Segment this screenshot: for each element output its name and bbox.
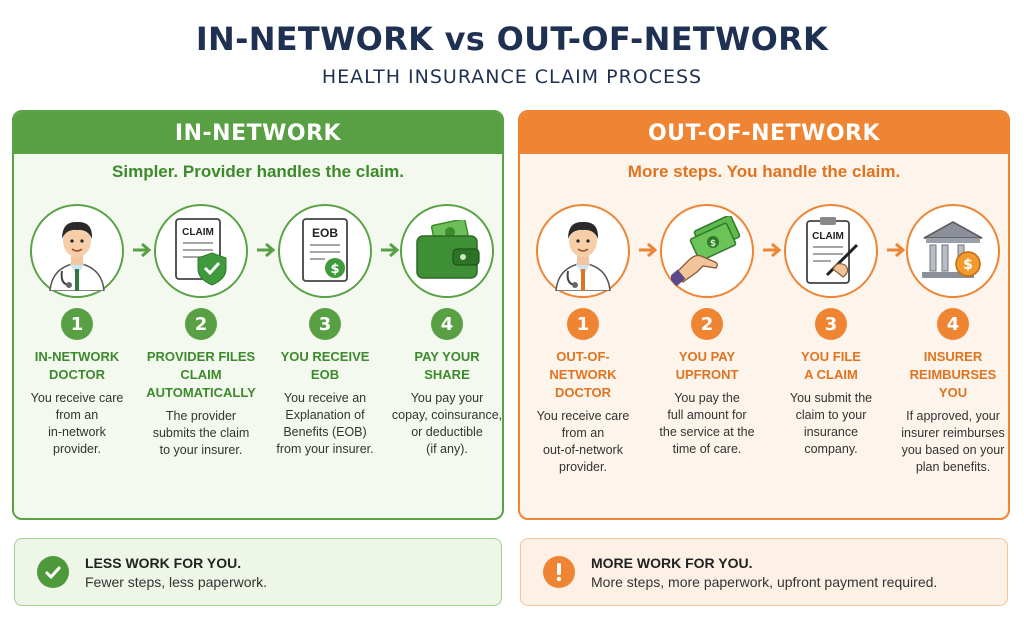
exclamation-icon bbox=[543, 556, 575, 588]
claim-shield-icon: CLAIM bbox=[154, 204, 248, 298]
step-number: 1 bbox=[61, 308, 93, 340]
summary-title: LESS WORK FOR YOU. bbox=[85, 554, 242, 571]
arrow-right-icon bbox=[639, 242, 658, 258]
step-number: 1 bbox=[567, 308, 599, 340]
arrow-right-icon bbox=[381, 242, 400, 258]
summary-description: More steps, more paperwork, upfront paym… bbox=[591, 573, 938, 590]
svg-text:$: $ bbox=[710, 239, 716, 249]
arrow-right-icon bbox=[133, 242, 152, 258]
step-number: 4 bbox=[937, 308, 969, 340]
eob-label: EOB bbox=[312, 226, 338, 240]
in-network-summary: LESS WORK FOR YOU. Fewer steps, less pap… bbox=[14, 538, 502, 606]
arrow-right-icon bbox=[257, 242, 276, 258]
step-number: 2 bbox=[185, 308, 217, 340]
in-network-header: IN-NETWORK bbox=[14, 112, 502, 154]
out-network-tagline: More steps. You handle the claim. bbox=[627, 162, 901, 181]
in-network-panel: IN-NETWORK Simpler. Provider handles the… bbox=[12, 110, 504, 520]
step-number: 3 bbox=[309, 308, 341, 340]
page-subtitle: HEALTH INSURANCE CLAIM PROCESS bbox=[321, 66, 703, 88]
arrow-right-icon bbox=[763, 242, 782, 258]
doctor-icon bbox=[30, 204, 124, 298]
out-network-panel: OUT-OF-NETWORK More steps. You handle th… bbox=[518, 110, 1010, 520]
claim-label: CLAIM bbox=[812, 231, 844, 242]
out-network-header: OUT-OF-NETWORK bbox=[520, 112, 1008, 154]
step-number: 4 bbox=[431, 308, 463, 340]
bank-icon: $ bbox=[906, 204, 1000, 298]
out-network-summary: MORE WORK FOR YOU. More steps, more pape… bbox=[520, 538, 1008, 606]
step-number: 2 bbox=[691, 308, 723, 340]
check-icon bbox=[37, 556, 69, 588]
in-network-tagline: Simpler. Provider handles the claim. bbox=[112, 162, 404, 181]
arrow-right-icon bbox=[887, 242, 906, 258]
wallet-icon bbox=[400, 204, 494, 298]
claim-label: CLAIM bbox=[182, 227, 214, 238]
svg-text:$: $ bbox=[963, 257, 973, 273]
doctor-icon bbox=[536, 204, 630, 298]
cash-payment-icon: $ bbox=[660, 204, 754, 298]
summary-title: MORE WORK FOR YOU. bbox=[591, 554, 753, 571]
eob-document-icon: EOB $ bbox=[278, 204, 372, 298]
step-number: 3 bbox=[815, 308, 847, 340]
summary-description: Fewer steps, less paperwork. bbox=[85, 573, 268, 590]
claim-form-icon: CLAIM bbox=[784, 204, 878, 298]
page-title: IN-NETWORK vs OUT-OF-NETWORK bbox=[195, 20, 829, 58]
svg-text:$: $ bbox=[330, 262, 339, 277]
